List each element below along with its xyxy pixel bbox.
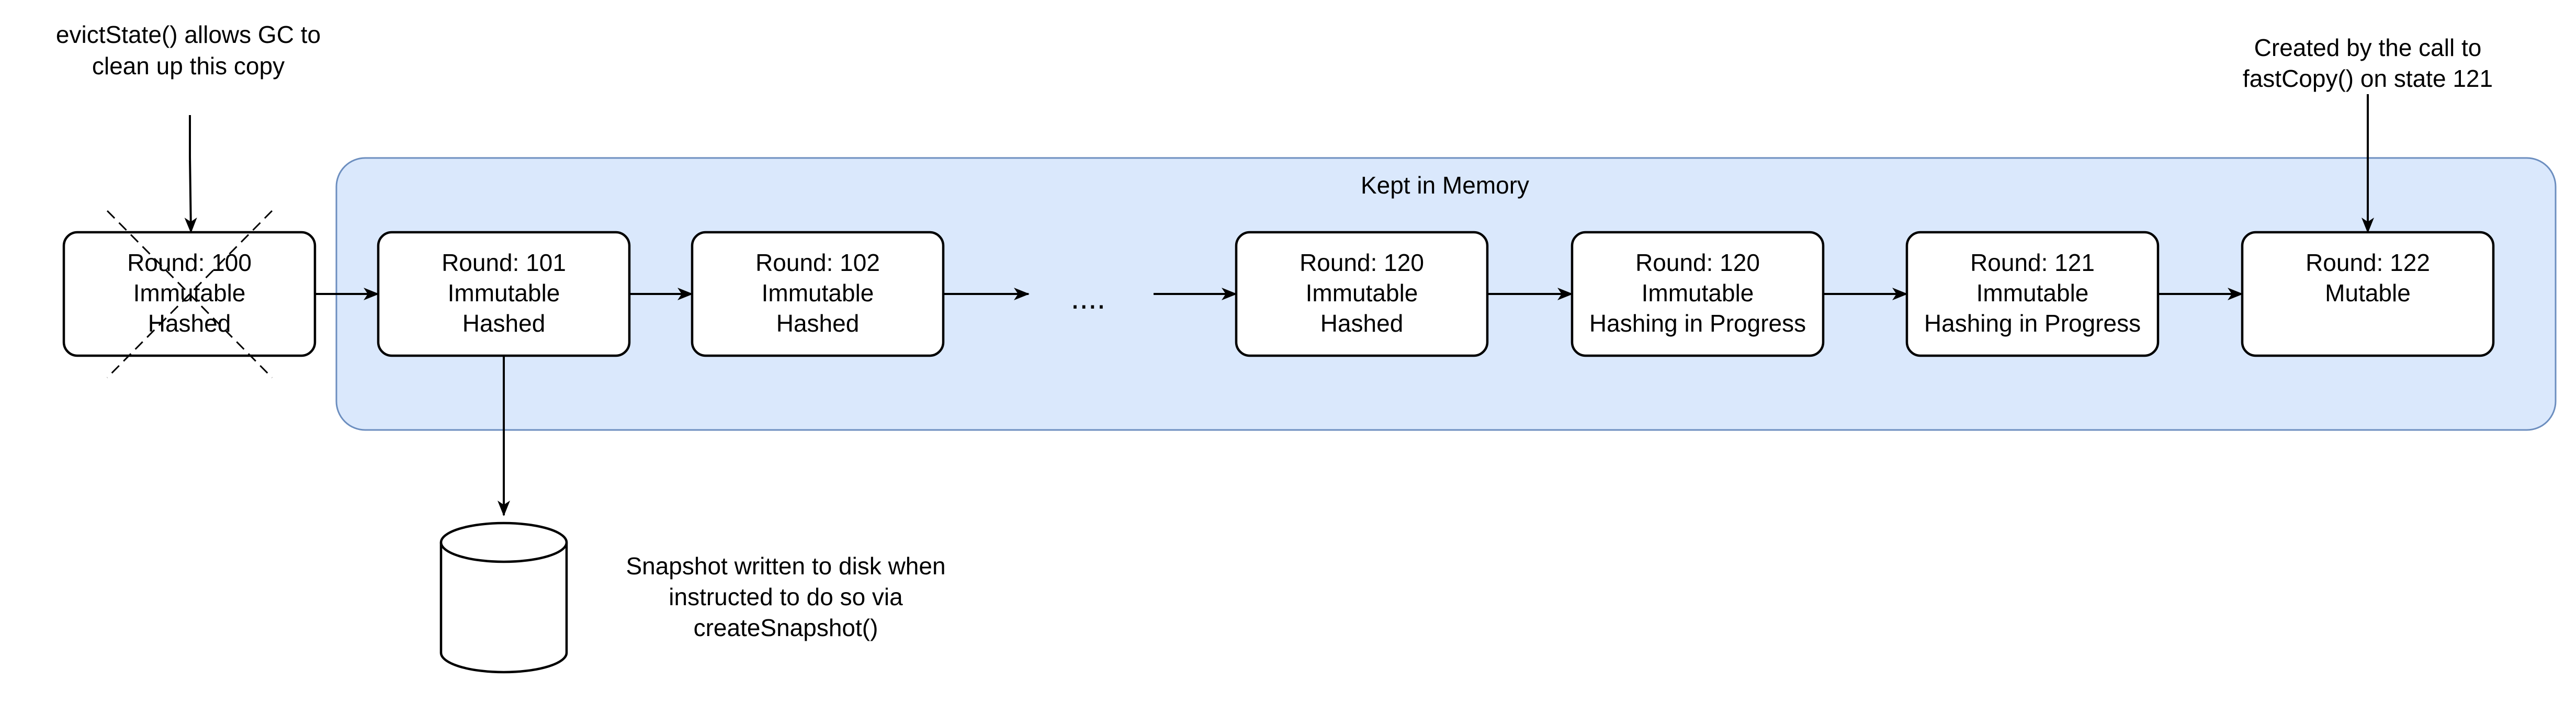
round-node-121-line3: Hashing in Progress <box>1924 310 2141 337</box>
evicted-cross-mark <box>106 210 273 379</box>
evict-note: evictState() allows GC to clean up this … <box>56 21 321 80</box>
round-node-120-hashed-line2: Immutable <box>1306 279 1418 307</box>
round-node-121-line1: Round: 121 <box>1970 249 2095 276</box>
memory-group-label: Kept in Memory <box>1361 172 1529 199</box>
round-node-122-line2: Mutable <box>2325 279 2411 307</box>
created-note-line2: fastCopy() on state 121 <box>2243 65 2493 92</box>
round-node-120-hashed-line1: Round: 120 <box>1300 249 1424 276</box>
round-node-101: Round: 101 Immutable Hashed <box>377 231 631 357</box>
disk-icon-body <box>439 542 568 674</box>
round-node-120-hashing-line2: Immutable <box>1642 279 1754 307</box>
snapshot-note-line3: createSnapshot() <box>694 614 878 641</box>
round-node-102-line3: Hashed <box>776 310 860 337</box>
arrow-evict-note-to-100 <box>184 115 197 233</box>
disk-icon <box>439 521 568 674</box>
snapshot-note-line2: instructed to do so via <box>669 583 903 610</box>
round-node-101-line1: Round: 101 <box>442 249 566 276</box>
round-node-121: Round: 121 Immutable Hashing in Progress <box>1905 231 2160 357</box>
evict-note-line2: clean up this copy <box>92 52 285 80</box>
round-node-121-line2: Immutable <box>1976 279 2089 307</box>
ellipsis-label: .... <box>1071 280 1106 315</box>
round-node-102: Round: 102 Immutable Hashed <box>691 231 945 357</box>
snapshot-note: Snapshot written to disk when instructed… <box>626 552 945 641</box>
round-node-101-line3: Hashed <box>462 310 546 337</box>
round-node-120-hashing-line1: Round: 120 <box>1635 249 1760 276</box>
created-note: Created by the call to fastCopy() on sta… <box>2243 34 2493 92</box>
round-node-122-line1: Round: 122 <box>2306 249 2430 276</box>
round-node-120-hashing: Round: 120 Immutable Hashing in Progress <box>1571 231 1825 357</box>
round-node-102-line2: Immutable <box>762 279 874 307</box>
round-node-120-hashed-line3: Hashed <box>1320 310 1404 337</box>
disk-icon-top <box>439 521 568 563</box>
evict-note-line1: evictState() allows GC to <box>56 21 321 48</box>
round-node-101-line2: Immutable <box>448 279 560 307</box>
round-node-100-line1: Round: 100 <box>127 249 252 276</box>
created-note-line1: Created by the call to <box>2254 34 2482 61</box>
snapshot-note-line1: Snapshot written to disk when <box>626 552 945 580</box>
round-node-100-line2: Immutable <box>133 279 246 307</box>
round-node-120-hashed: Round: 120 Immutable Hashed <box>1235 231 1489 357</box>
connector-arrows <box>184 94 2374 516</box>
round-node-102-line1: Round: 102 <box>755 249 880 276</box>
round-node-120-hashing-line3: Hashing in Progress <box>1589 310 1806 337</box>
round-node-122: Round: 122 Mutable <box>2241 231 2495 357</box>
